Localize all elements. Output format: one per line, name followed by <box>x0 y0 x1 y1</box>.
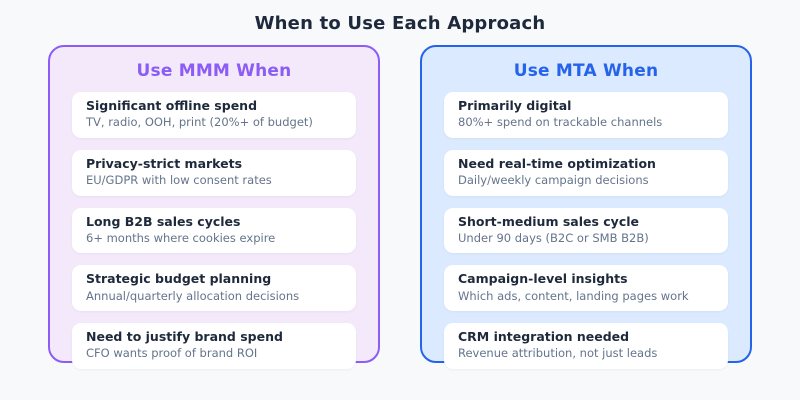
card-title: Need to justify brand spend <box>86 329 283 345</box>
card: Campaign-level insights Which ads, conte… <box>444 265 728 312</box>
page-title: When to Use Each Approach <box>254 13 546 34</box>
panels-container: Use MMM When Significant offline spend T… <box>0 45 800 369</box>
card: Primarily digital 80%+ spend on trackabl… <box>444 92 728 138</box>
card: Need real-time optimization Daily/weekly… <box>444 149 728 196</box>
card-title: Strategic budget planning <box>86 271 272 287</box>
card: Short-medium sales cycle Under 90 days (… <box>444 207 728 254</box>
card-title: Need real-time optimization <box>458 155 656 171</box>
card-title: Long B2B sales cycles <box>86 213 241 229</box>
infographic: When to Use Each Approach Use MMM When S… <box>0 13 800 369</box>
card: Need to justify brand spend CFO wants pr… <box>72 323 356 369</box>
card-subtitle: 6+ months where cookies expire <box>86 230 276 245</box>
card-subtitle: TV, radio, OOH, print (20%+ of budget) <box>86 115 313 130</box>
card-title: Significant offline spend <box>86 98 258 113</box>
card-title: Privacy-strict markets <box>86 155 243 171</box>
card: Strategic budget planning Annual/quarter… <box>72 265 356 312</box>
panel-header: Use MTA When <box>513 61 659 81</box>
card-subtitle: EU/GDPR with low consent rates <box>86 173 272 188</box>
card-subtitle: Annual/quarterly allocation decisions <box>86 288 300 303</box>
card: CRM integration needed Revenue attributi… <box>444 323 728 369</box>
card-title: CRM integration needed <box>458 329 630 345</box>
panel-mmm: Use MMM When Significant offline spend T… <box>48 45 380 369</box>
card-subtitle: 80%+ spend on trackable channels <box>458 115 663 130</box>
card-subtitle: CFO wants proof of brand ROI <box>86 346 258 361</box>
card-title: Primarily digital <box>458 98 572 113</box>
card-title: Campaign-level insights <box>458 271 628 287</box>
panel-header: Use MMM When <box>136 61 292 81</box>
card: Significant offline spend TV, radio, OOH… <box>72 92 356 138</box>
card-list: Significant offline spend TV, radio, OOH… <box>72 92 356 369</box>
card-subtitle: Which ads, content, landing pages work <box>458 288 689 303</box>
card: Long B2B sales cycles 6+ months where co… <box>72 207 356 254</box>
card-subtitle: Revenue attribution, not just leads <box>458 346 658 361</box>
card-list: Primarily digital 80%+ spend on trackabl… <box>444 92 728 369</box>
card-subtitle: Under 90 days (B2C or SMB B2B) <box>458 230 649 245</box>
card-subtitle: Daily/weekly campaign decisions <box>458 173 649 188</box>
card: Privacy-strict markets EU/GDPR with low … <box>72 149 356 196</box>
panel-mta: Use MTA When Primarily digital 80%+ spen… <box>420 45 752 369</box>
card-title: Short-medium sales cycle <box>458 213 639 229</box>
